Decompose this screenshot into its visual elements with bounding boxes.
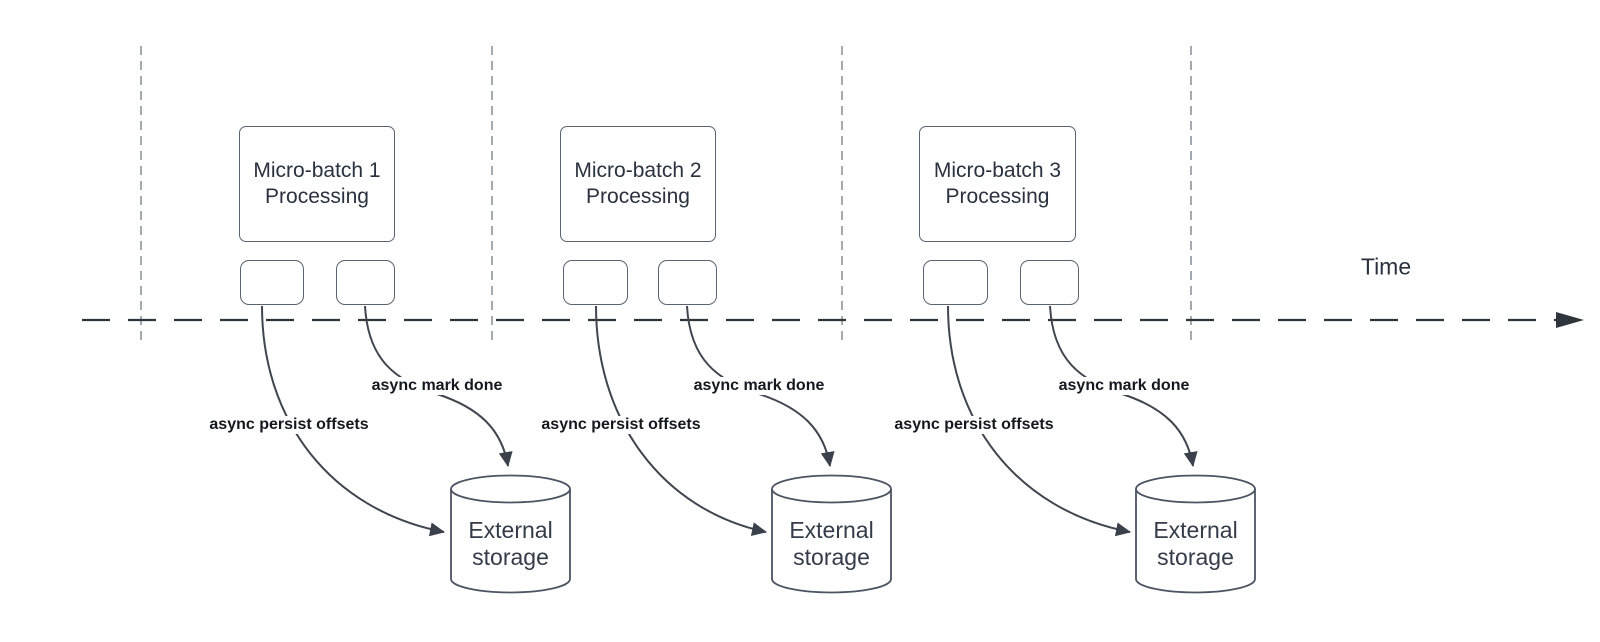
external-storage-label-2-line2: storage xyxy=(793,544,870,570)
persist-offsets-label-3: async persist offsets xyxy=(891,416,1057,434)
external-storage-cylinder-1 xyxy=(450,474,571,594)
async-task-box-1a xyxy=(240,260,304,305)
external-storage-label-1-line1: External xyxy=(468,517,553,543)
external-storage-label-3-line1: External xyxy=(1153,517,1238,543)
external-storage-cylinder-2-rim xyxy=(771,488,892,504)
external-storage-cylinder-2 xyxy=(771,474,892,594)
async-task-box-2b xyxy=(658,260,717,305)
persist-offsets-arrow-1 xyxy=(261,305,445,537)
async-task-box-3a xyxy=(923,260,988,305)
micro-batch-2-title-line1: Micro-batch 2 xyxy=(574,159,702,182)
time-axis-arrowhead-icon xyxy=(1556,312,1584,328)
external-storage-label-1-line2: storage xyxy=(472,544,549,570)
persist-offsets-label-1: async persist offsets xyxy=(206,416,372,434)
mark-done-label-1: async mark done xyxy=(368,377,506,395)
mark-done-label-3: async mark done xyxy=(1055,377,1193,395)
micro-batch-3-title-line2: Processing xyxy=(945,185,1050,208)
micro-batch-3-box: Micro-batch 3 Processing xyxy=(919,126,1076,242)
persist-offsets-arrow-3 xyxy=(947,305,1131,537)
persist-offsets-arrow-2 xyxy=(595,305,767,536)
micro-batch-3-title-line1: Micro-batch 3 xyxy=(933,159,1062,182)
micro-batch-1-title-line2: Processing xyxy=(265,185,369,208)
external-storage-label-3: External storage xyxy=(1136,517,1255,571)
external-storage-cylinder-1-rim xyxy=(450,488,571,504)
async-task-box-2a xyxy=(563,260,628,305)
async-task-box-3b xyxy=(1020,260,1079,305)
micro-batch-2-title-line2: Processing xyxy=(586,185,690,208)
external-storage-cylinder-3 xyxy=(1135,474,1256,594)
persist-offsets-label-2: async persist offsets xyxy=(538,416,704,434)
micro-batch-1-title-line1: Micro-batch 1 xyxy=(253,159,381,182)
external-storage-label-2-line1: External xyxy=(789,517,874,543)
external-storage-cylinder-3-rim xyxy=(1135,488,1256,504)
phase-boundary-gridlines xyxy=(140,46,1192,341)
external-storage-label-2: External storage xyxy=(772,517,891,571)
external-storage-label-3-line2: storage xyxy=(1157,544,1234,570)
micro-batch-1-box: Micro-batch 1 Processing xyxy=(239,126,395,242)
external-storage-label-1: External storage xyxy=(451,517,570,571)
time-axis-label: Time xyxy=(1360,253,1412,280)
mark-done-label-2: async mark done xyxy=(690,377,828,395)
micro-batch-2-box: Micro-batch 2 Processing xyxy=(560,126,716,242)
async-task-box-1b xyxy=(336,260,395,305)
